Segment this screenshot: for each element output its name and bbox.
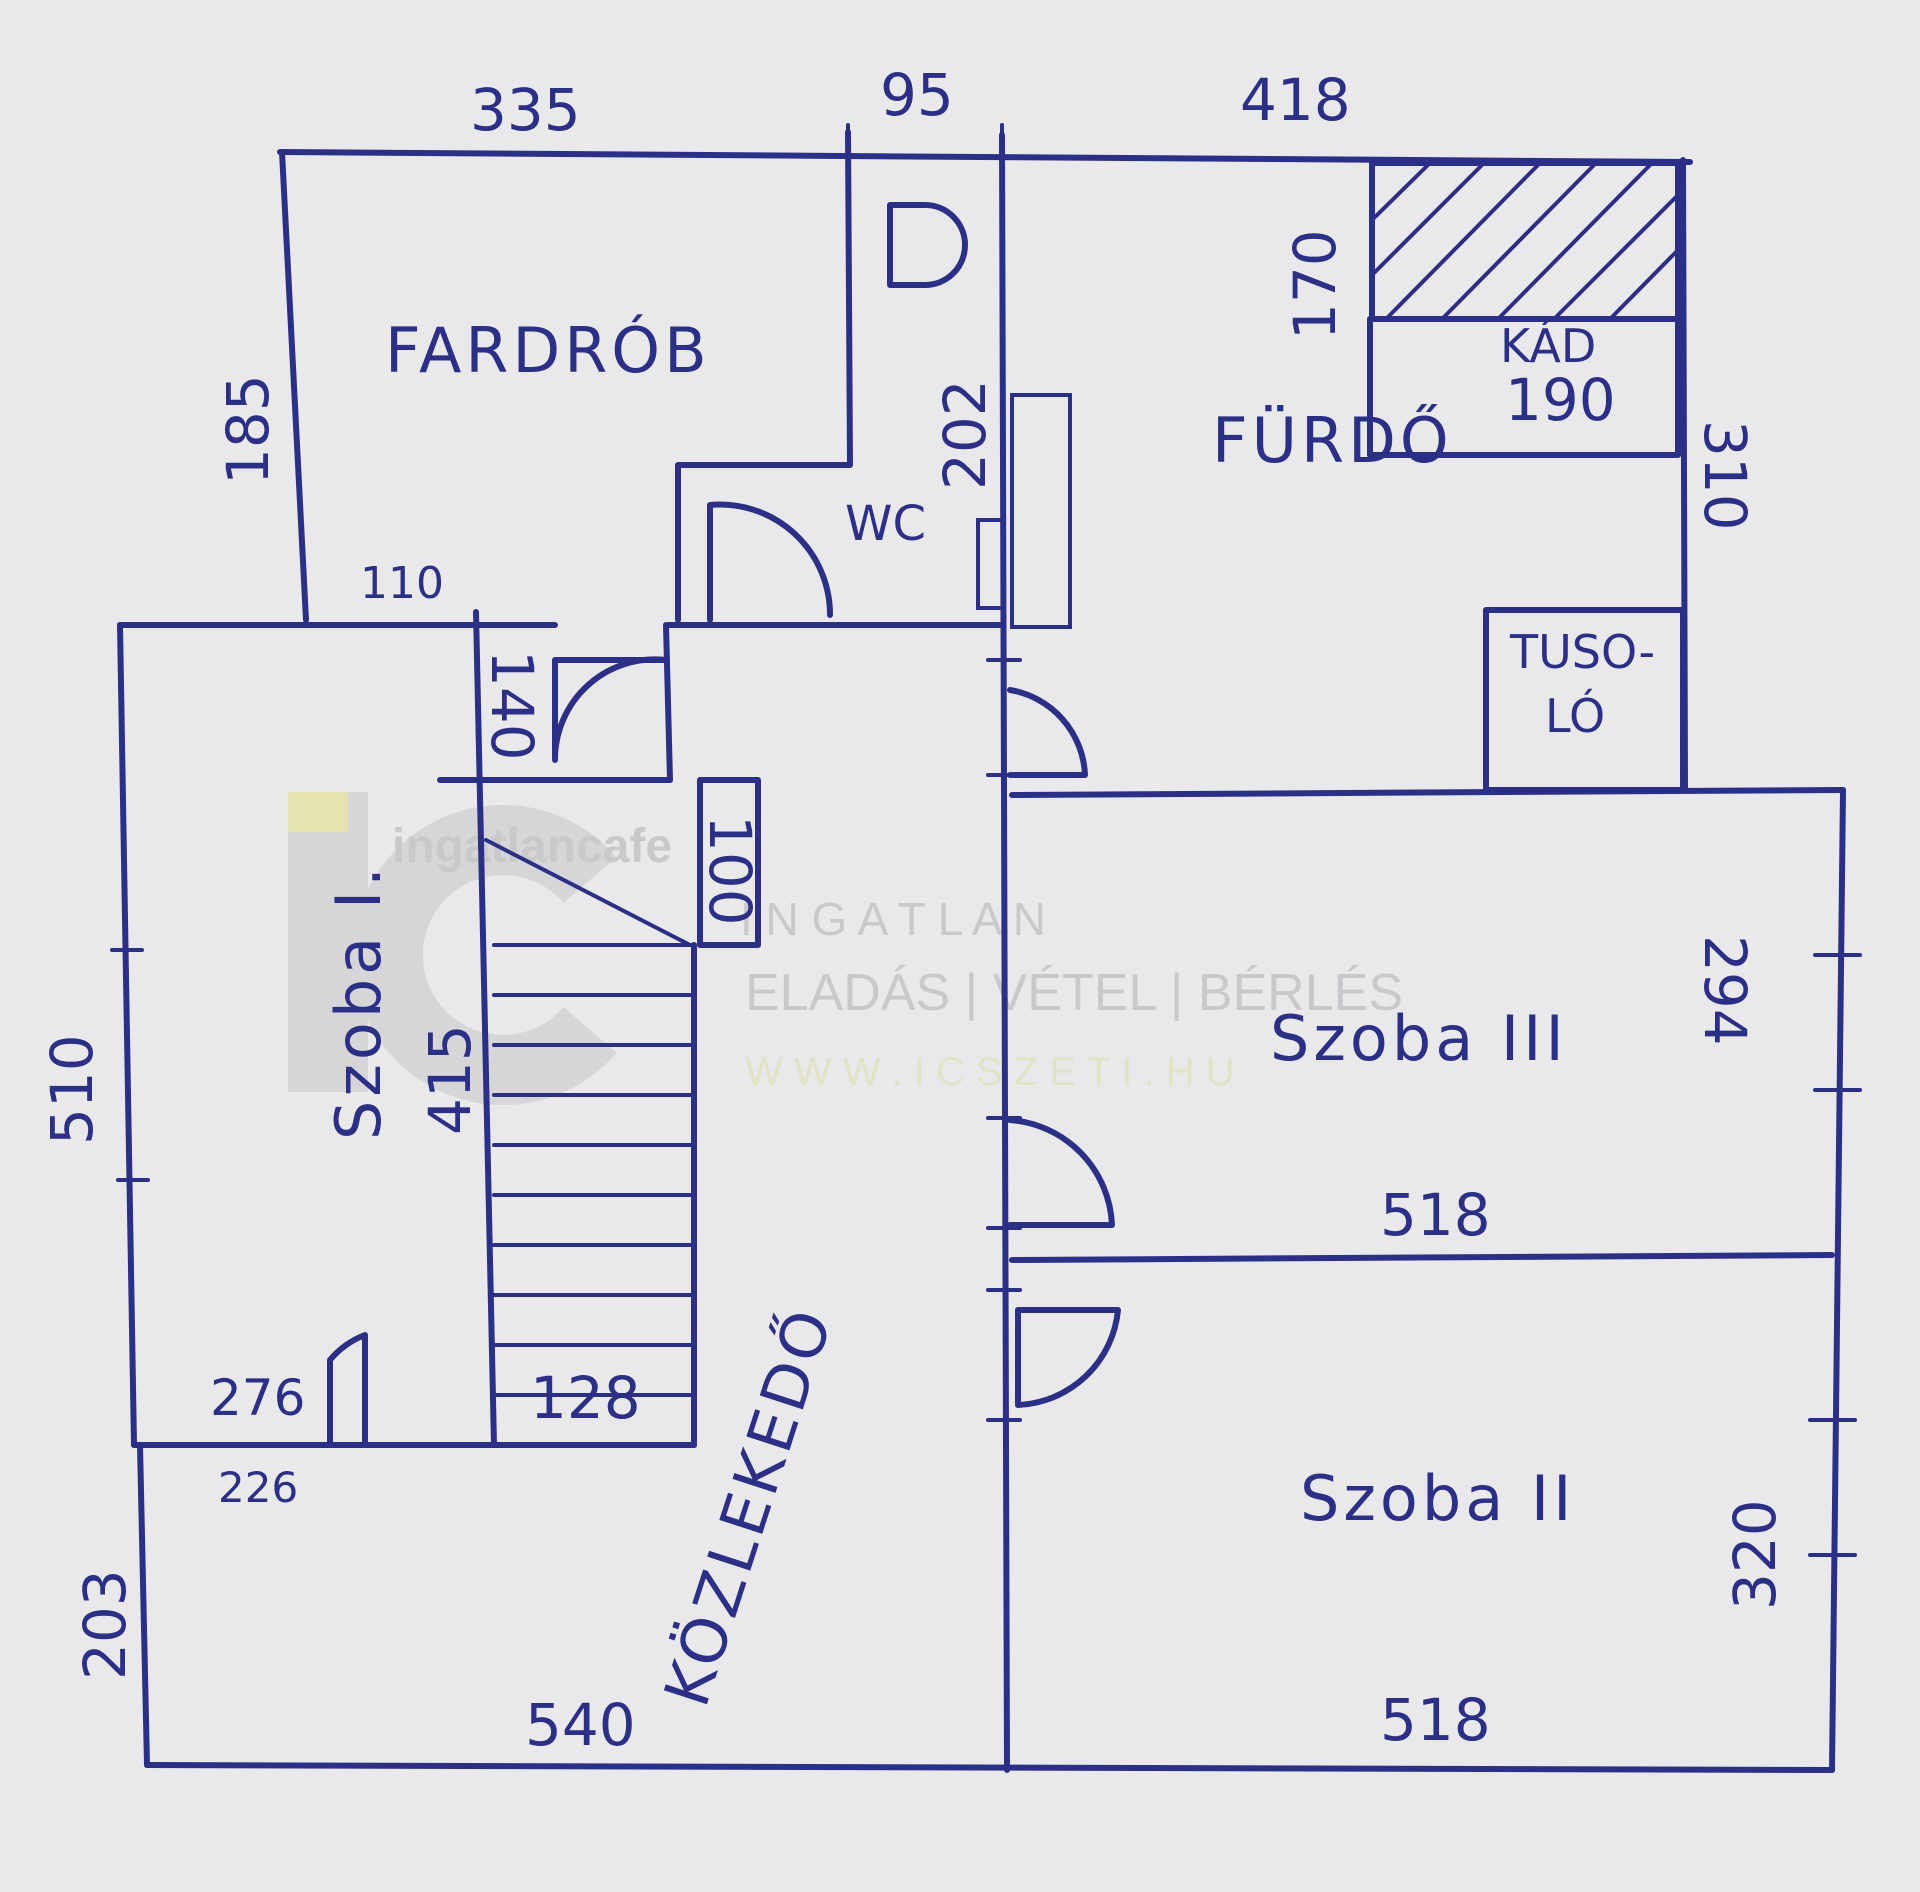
dim-518-lower: 518 — [1380, 1686, 1491, 1754]
door-szoba2 — [1015, 1307, 1121, 1408]
dim-310: 310 — [1691, 420, 1759, 531]
dim-276: 276 — [210, 1369, 305, 1427]
door-szoba3 — [1007, 1117, 1115, 1228]
door-wc — [707, 501, 834, 623]
wall-bottom — [144, 1762, 1835, 1773]
wall-szoba3-top — [1009, 787, 1846, 798]
dim-415: 415 — [416, 1024, 484, 1135]
door-furdo — [1007, 687, 1088, 778]
wall-corridor-left — [663, 622, 673, 783]
watermark: ingatlancafe I N G A T L A N ELADÁS | VÉ… — [288, 792, 1403, 1105]
dim-335: 335 — [470, 76, 581, 144]
dim-100: 100 — [696, 815, 764, 926]
label-kad: KÁD — [1500, 319, 1596, 373]
wall-szoba-right — [1829, 787, 1846, 1773]
bathtub-kad — [1367, 316, 1681, 458]
fixtures — [484, 160, 1686, 948]
wall-stair-left — [473, 609, 497, 1448]
dim-203: 203 — [71, 1569, 139, 1680]
dim-540: 540 — [525, 1691, 636, 1759]
hatch — [1370, 161, 1680, 319]
watermark-logo-dot — [288, 792, 348, 832]
watermark-line1: I N G A T L A N — [740, 893, 1046, 945]
wc-cabinet — [1010, 393, 1072, 629]
watermark-line2: ELADÁS | VÉTEL | BÉRLÉS — [745, 964, 1403, 1022]
dim-226: 226 — [218, 1463, 298, 1512]
watermark-line3: W W W . I C S Z E T I . H U — [745, 1050, 1235, 1094]
dim-320: 320 — [1721, 1499, 1789, 1610]
label-szoba1: Szoba I. — [322, 863, 395, 1140]
wc-fixture-small — [976, 518, 1006, 610]
staircase — [492, 943, 696, 1397]
label-tusolo-1: TUSO- — [1509, 625, 1655, 679]
wc-toilet — [887, 202, 968, 288]
dim-294: 294 — [1691, 935, 1759, 1046]
wall-gardrob-right — [675, 129, 853, 623]
dim-418: 418 — [1240, 66, 1351, 134]
dim-170: 170 — [1281, 229, 1349, 340]
label-kozlekedo: KÖZLEKEDŐ — [650, 1298, 848, 1715]
walls — [117, 129, 1846, 1773]
wall-gardrob-left — [279, 149, 309, 623]
label-szoba2: Szoba II — [1300, 1462, 1575, 1535]
door-corridor — [551, 656, 669, 763]
dimension-labels: 335 95 418 185 202 170 190 310 110 140 1… — [38, 61, 1789, 1759]
label-tusolo-2: LÓ — [1545, 689, 1605, 743]
wall-kozlekedo-left — [137, 1442, 150, 1768]
watermark-logo-c — [352, 805, 617, 1105]
dim-202: 202 — [931, 379, 999, 490]
dim-140: 140 — [478, 650, 546, 761]
wall-wc-right — [999, 132, 1010, 1773]
dim-128: 128 — [530, 1364, 641, 1432]
dim-185: 185 — [214, 374, 282, 485]
dim-110: 110 — [360, 558, 444, 609]
landing-box — [697, 777, 761, 948]
label-gardrob: FARDRÓB — [385, 314, 711, 387]
dimension-ticks — [110, 123, 1862, 1557]
stair-diagonal — [484, 838, 692, 947]
dim-518-upper: 518 — [1380, 1181, 1491, 1249]
dim-510: 510 — [38, 1034, 106, 1145]
door-szoba1 — [327, 1332, 368, 1448]
label-furdo: FÜRDŐ — [1212, 404, 1453, 477]
wall-szoba2-top — [1009, 1252, 1835, 1263]
dim-95: 95 — [880, 61, 954, 129]
shower-tusolo — [1483, 607, 1686, 793]
label-wc: WC — [845, 496, 926, 552]
dim-190: 190 — [1505, 366, 1616, 434]
wall-szoba1-left — [117, 622, 137, 1448]
label-szoba3: Szoba III — [1270, 1002, 1568, 1075]
doors — [327, 501, 1121, 1448]
